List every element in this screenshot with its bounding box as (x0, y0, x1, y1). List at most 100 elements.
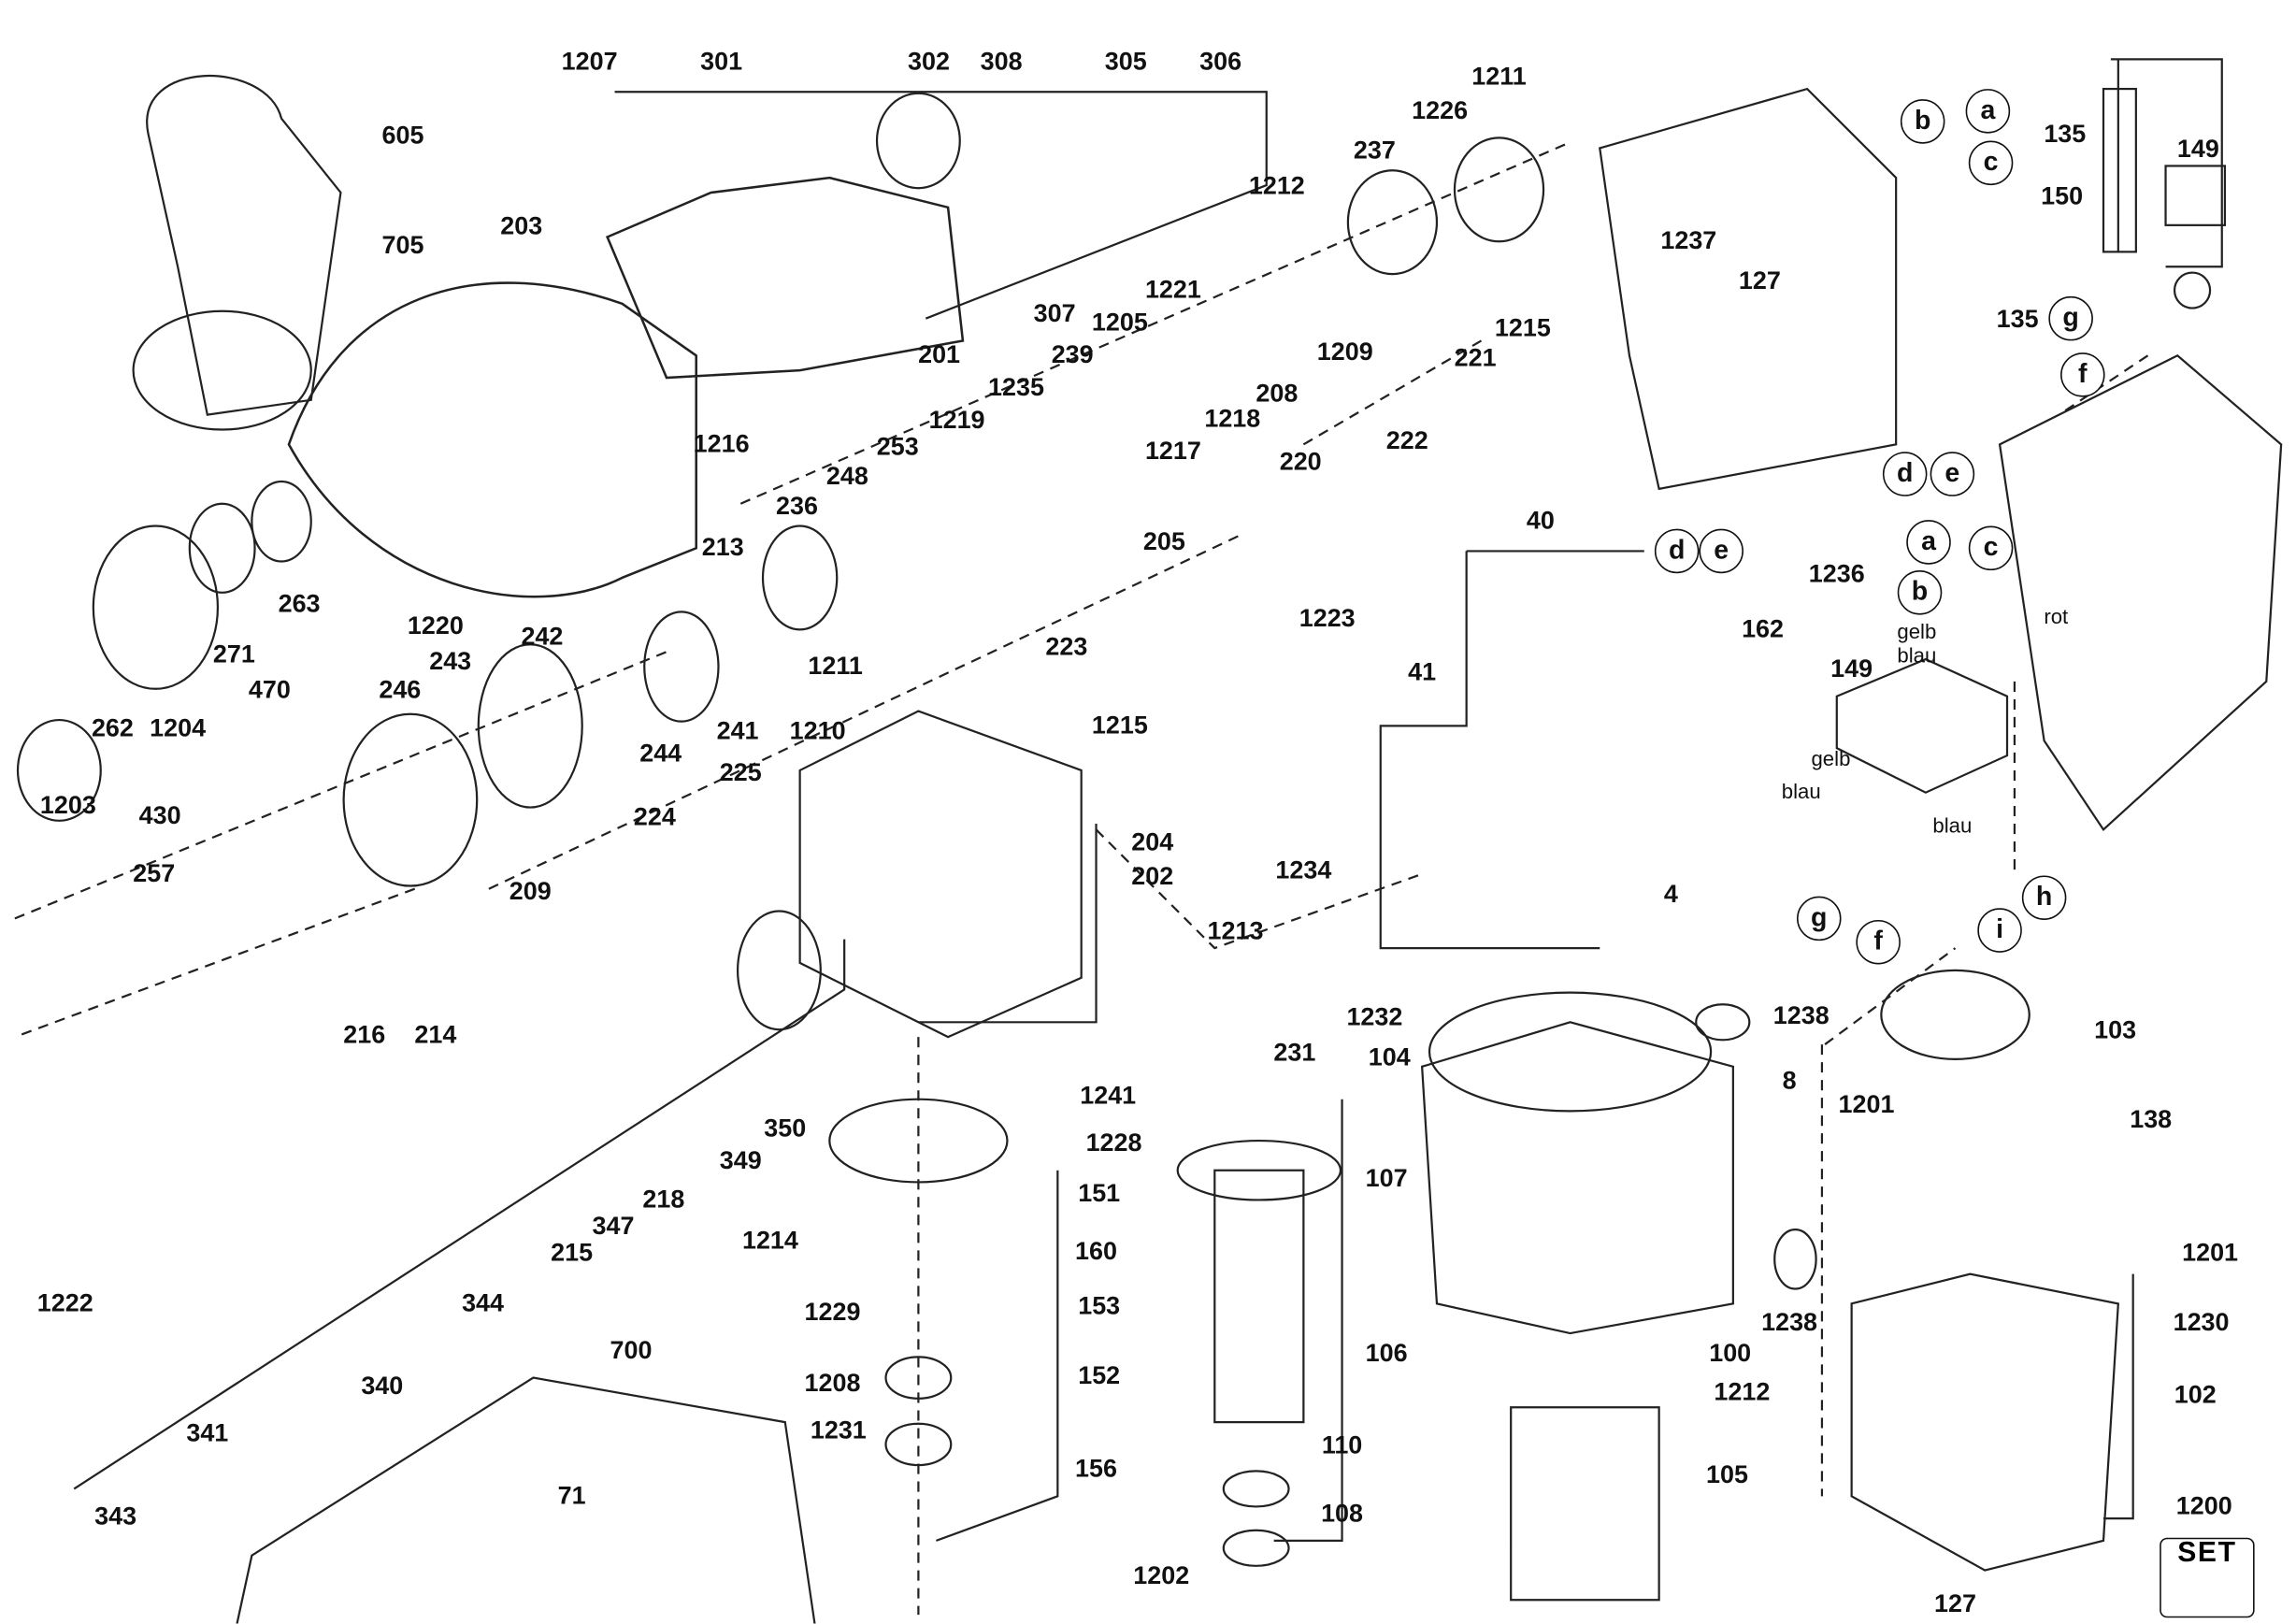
part-number-label[interactable]: 41 (1408, 657, 1437, 686)
part-number-label[interactable]: 340 (361, 1372, 404, 1401)
part-number-label[interactable]: 244 (639, 739, 682, 768)
part-number-label[interactable]: 236 (775, 492, 818, 521)
part-number-label[interactable]: 150 (2041, 181, 2084, 210)
part-number-label[interactable]: 1219 (928, 406, 985, 435)
part-number-label[interactable]: 8 (1782, 1066, 1797, 1095)
part-number-label[interactable]: 40 (1526, 506, 1555, 536)
part-number-label[interactable]: 307 (1033, 299, 1076, 328)
part-number-label[interactable]: 430 (138, 801, 181, 830)
part-number-label[interactable]: 262 (91, 713, 134, 742)
part-number-label[interactable]: 201 (918, 340, 961, 369)
part-number-label[interactable]: 151 (1078, 1179, 1121, 1208)
part-number-label[interactable]: 214 (414, 1020, 457, 1049)
part-number-label[interactable]: 1218 (1204, 404, 1261, 433)
part-number-label[interactable]: 108 (1321, 1499, 1364, 1528)
part-number-label[interactable]: 107 (1365, 1164, 1408, 1193)
part-number-label[interactable]: 1214 (741, 1226, 798, 1256)
part-number-label[interactable]: 103 (2094, 1015, 2137, 1045)
part-number-label[interactable]: 1215 (1091, 711, 1148, 740)
part-number-label[interactable]: 231 (1273, 1038, 1316, 1067)
part-number-label[interactable]: 263 (278, 589, 321, 618)
part-number-label[interactable]: 1201 (1838, 1090, 1895, 1119)
part-number-label[interactable]: 308 (980, 47, 1023, 76)
part-number-label[interactable]: 153 (1078, 1291, 1121, 1320)
part-number-label[interactable]: 1208 (804, 1369, 861, 1398)
part-number-label[interactable]: 213 (701, 533, 744, 562)
part-number-label[interactable]: 1216 (693, 429, 750, 458)
part-number-label[interactable]: 162 (1742, 614, 1785, 643)
part-number-label[interactable]: 1200 (2175, 1491, 2232, 1520)
part-number-label[interactable]: 222 (1385, 426, 1428, 455)
part-number-label[interactable]: 248 (825, 462, 868, 491)
part-number-label[interactable]: 202 (1131, 862, 1174, 891)
part-number-label[interactable]: 1234 (1275, 855, 1332, 884)
part-number-label[interactable]: 110 (1321, 1430, 1363, 1459)
part-number-label[interactable]: 1212 (1714, 1377, 1771, 1406)
part-number-label[interactable]: 215 (551, 1238, 594, 1267)
part-number-label[interactable]: 1209 (1316, 338, 1373, 366)
part-number-label[interactable]: 106 (1365, 1339, 1408, 1368)
part-number-label[interactable]: 104 (1368, 1042, 1411, 1071)
part-number-label[interactable]: 1228 (1085, 1128, 1142, 1157)
part-number-label[interactable]: 1210 (789, 716, 846, 746)
part-number-label[interactable]: 105 (1706, 1460, 1749, 1489)
part-number-label[interactable]: 1238 (1761, 1308, 1818, 1337)
part-number-label[interactable]: 341 (186, 1418, 229, 1448)
part-number-label[interactable]: 127 (1934, 1589, 1977, 1618)
part-number-label[interactable]: 700 (610, 1336, 653, 1365)
part-number-label[interactable]: 223 (1045, 632, 1088, 661)
part-number-label[interactable]: 224 (633, 802, 676, 831)
part-number-label[interactable]: 349 (719, 1146, 762, 1175)
part-number-label[interactable]: 1231 (810, 1416, 867, 1444)
part-number-label[interactable]: 1226 (1412, 95, 1469, 125)
part-number-label[interactable]: 253 (876, 432, 919, 461)
part-number-label[interactable]: 1241 (1080, 1081, 1137, 1110)
part-number-label[interactable]: 209 (509, 877, 552, 906)
part-number-label[interactable]: 225 (719, 758, 762, 787)
part-number-label[interactable]: 204 (1131, 827, 1174, 856)
part-number-label[interactable]: 1201 (2182, 1238, 2239, 1267)
part-number-label[interactable]: 237 (1353, 136, 1396, 165)
part-number-label[interactable]: 306 (1199, 47, 1242, 76)
part-number-label[interactable]: 271 (212, 640, 255, 668)
part-number-label[interactable]: 242 (521, 622, 564, 651)
part-number-label[interactable]: 100 (1709, 1339, 1752, 1368)
part-number-label[interactable]: 1215 (1494, 313, 1551, 343)
part-number-label[interactable]: 149 (2176, 135, 2219, 164)
part-number-label[interactable]: 1211 (808, 652, 863, 681)
part-number-label[interactable]: 1211 (1471, 62, 1527, 91)
part-number-label[interactable]: 203 (500, 211, 543, 240)
part-number-label[interactable]: 160 (1075, 1237, 1118, 1266)
part-number-label[interactable]: 257 (133, 859, 176, 888)
part-number-label[interactable]: 216 (343, 1020, 386, 1049)
part-number-label[interactable]: 1202 (1133, 1561, 1190, 1590)
part-number-label[interactable]: 1229 (804, 1298, 861, 1327)
part-number-label[interactable]: 239 (1051, 340, 1094, 369)
part-number-label[interactable]: 220 (1279, 447, 1322, 476)
part-number-label[interactable]: 218 (642, 1185, 685, 1214)
part-number-label[interactable]: 221 (1454, 343, 1497, 372)
part-number-label[interactable]: 1223 (1299, 604, 1356, 633)
part-number-label[interactable]: 156 (1075, 1454, 1118, 1484)
part-number-label[interactable]: 138 (2130, 1105, 2173, 1134)
part-number-label[interactable]: 347 (592, 1212, 635, 1241)
part-number-label[interactable]: 149 (1830, 654, 1873, 683)
part-number-label[interactable]: 1235 (987, 373, 1044, 402)
part-number-label[interactable]: 205 (1142, 527, 1185, 556)
part-number-label[interactable]: 135 (2044, 120, 2087, 149)
part-number-label[interactable]: 1230 (2173, 1308, 2230, 1337)
part-number-label[interactable]: 470 (248, 675, 291, 704)
part-number-label[interactable]: 152 (1078, 1361, 1121, 1390)
part-number-label[interactable]: 705 (381, 231, 424, 260)
part-number-label[interactable]: 1203 (39, 791, 96, 820)
part-number-label[interactable]: 350 (764, 1114, 807, 1143)
part-number-label[interactable]: 71 (557, 1481, 586, 1510)
part-number-label[interactable]: 102 (2174, 1380, 2217, 1409)
part-number-label[interactable]: 1205 (1091, 308, 1148, 337)
part-number-label[interactable]: 241 (716, 716, 759, 746)
part-number-label[interactable]: 135 (1996, 305, 2039, 334)
part-number-label[interactable]: 305 (1104, 47, 1147, 76)
part-number-label[interactable]: 1213 (1207, 916, 1264, 945)
part-number-label[interactable]: 605 (381, 121, 424, 151)
part-number-label[interactable]: 127 (1738, 266, 1781, 295)
